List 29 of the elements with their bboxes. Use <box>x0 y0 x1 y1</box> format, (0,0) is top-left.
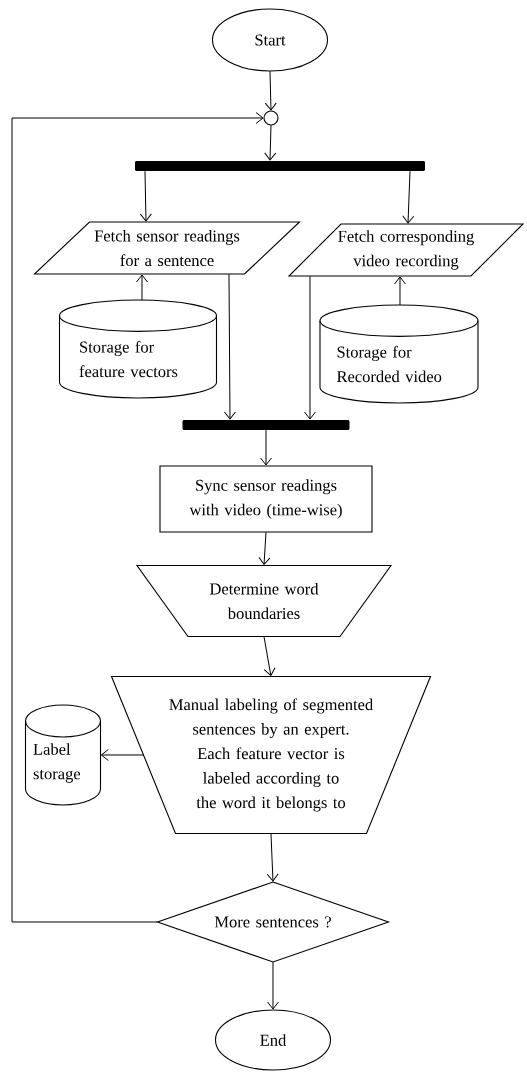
process-box: Sync sensor readings with video (time-wise) <box>159 465 373 533</box>
arrow <box>394 276 406 306</box>
manual-operation-trapezoid: Manual labeling of segmented sentences by an expert. Each feature vector is labeled according to the word it belongs to <box>110 675 432 835</box>
merge-circle <box>263 110 279 126</box>
arrow <box>304 275 316 420</box>
arrow <box>258 531 271 565</box>
arrow <box>264 124 277 161</box>
arrow <box>264 70 277 111</box>
sync-bar <box>182 420 350 430</box>
arrow <box>223 273 236 420</box>
arrow <box>266 833 279 882</box>
arrow <box>11 112 264 923</box>
storage-cylinder: Storage for feature vectors <box>58 299 218 399</box>
terminal-oval: Start <box>211 8 329 72</box>
terminal-oval: End <box>214 1009 332 1071</box>
node-label: Label storage <box>33 743 81 783</box>
arrow <box>263 636 276 676</box>
arrow <box>100 749 145 761</box>
arrow <box>267 961 279 1010</box>
node-label: Storage for feature vectors <box>79 340 178 378</box>
node-label: Storage for Recorded video <box>336 345 442 383</box>
sync-bar <box>135 161 425 171</box>
storage-cylinder: Storage for Recorded video <box>319 304 479 404</box>
arrow <box>136 274 148 301</box>
storage-cylinder: Label storage <box>24 704 102 806</box>
arrow <box>139 170 152 222</box>
input-parallelogram: Fetch sensor readings for a sentence <box>33 221 301 275</box>
arrow <box>260 429 272 466</box>
arrow <box>402 170 415 224</box>
